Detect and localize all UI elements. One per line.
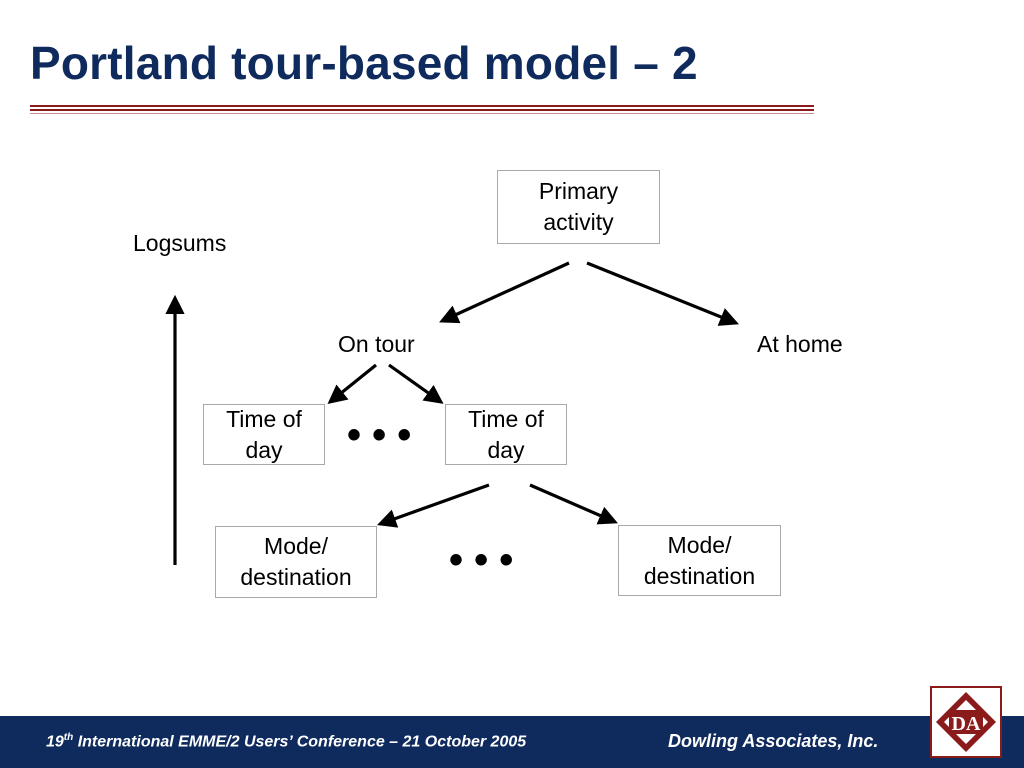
time-of-day-right-box: Time of day	[445, 404, 567, 465]
at-home-label: At home	[757, 331, 843, 357]
time-of-day-left-box: Time of day	[203, 404, 325, 465]
time-of-day-right-label: Time of day	[468, 405, 544, 463]
ellipsis-time-of-day: • • •	[347, 413, 412, 457]
ellipsis-mode-destination: • • •	[449, 538, 514, 582]
arrow-on-tour-to-time-right	[388, 363, 444, 404]
title-rule-bottom	[30, 113, 814, 114]
arrow-primary-to-on-tour	[439, 261, 570, 324]
footer-bar: 19th International EMME/2 Users’ Confere…	[0, 716, 1024, 768]
primary-activity-label: Primary activity	[538, 178, 619, 235]
arrow-time-to-mode-left	[376, 483, 490, 528]
company-logo: DA	[930, 686, 1002, 758]
company-name: Dowling Associates, Inc.	[668, 731, 879, 751]
mode-destination-right-box: Mode/ destination	[618, 525, 781, 596]
mode-destination-right-label: Mode/ destination	[643, 531, 756, 589]
title-rule-top	[30, 105, 814, 107]
slide-title: Portland tour-based model – 2	[30, 37, 698, 89]
conference-number: 19	[46, 733, 64, 751]
mode-destination-left-label: Mode/ destination	[240, 533, 352, 590]
arrow-time-to-mode-right	[529, 483, 618, 525]
time-of-day-left-label: Time of day	[226, 405, 302, 463]
conference-text: 19th International EMME/2 Users’ Confere…	[46, 732, 526, 751]
logsums-label: Logsums	[133, 230, 227, 256]
primary-activity-box: Primary activity	[497, 170, 660, 244]
logo-text: DA	[952, 713, 981, 735]
arrow-on-tour-to-time-left	[327, 363, 378, 405]
arrow-primary-to-at-home	[586, 261, 739, 326]
logo-mark-icon: DA	[936, 692, 996, 752]
title-rule-middle	[30, 109, 814, 111]
conference-ordinal: th	[63, 732, 74, 743]
conference-title: International EMME/2 Users’ Conference –…	[73, 733, 527, 751]
mode-destination-left-box: Mode/ destination	[215, 526, 377, 598]
on-tour-label: On tour	[338, 331, 415, 357]
